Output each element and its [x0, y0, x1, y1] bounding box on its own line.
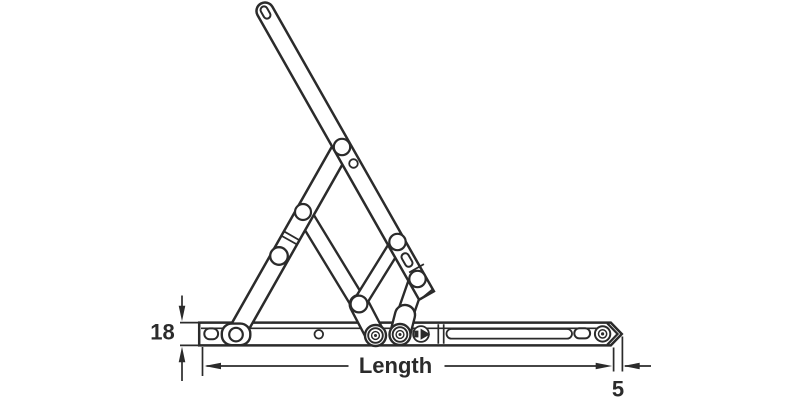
track-screw-slot-right — [573, 327, 592, 340]
arrow-right-icon — [595, 362, 613, 370]
track-end-chevron — [606, 322, 620, 346]
dimension-length-extension-right — [612, 336, 624, 372]
main-arm-seam — [408, 263, 425, 274]
arrow-left-icon — [623, 362, 640, 370]
track-divider — [437, 324, 445, 344]
arrow-up-icon — [178, 346, 186, 363]
track-screw-hole — [313, 329, 325, 340]
main-arm — [255, 1, 436, 302]
front-link-rivet — [363, 323, 388, 348]
support-arm-hole — [269, 246, 289, 266]
main-arm-end-slot — [259, 5, 272, 20]
arrow-down-icon — [178, 305, 186, 322]
main-arm-lower-slot — [400, 252, 414, 268]
support-arm-seam — [280, 230, 300, 246]
dimension-length: Length — [201, 336, 624, 378]
dimension-18-label: 18 — [150, 320, 174, 345]
dimension-5: 5 — [612, 362, 651, 400]
dimension-18: 18 — [150, 295, 199, 381]
apex-pivot-hole — [332, 137, 352, 157]
track-slot — [445, 328, 573, 340]
rear-link-rivet — [388, 322, 412, 347]
track-end-rivet — [593, 325, 612, 343]
main-arm-chamfer — [419, 288, 434, 300]
dimension-18-extension-lines — [180, 321, 199, 347]
link-pivot-hole — [349, 294, 369, 314]
main-arm-small-hole — [348, 158, 359, 169]
track-screw-slot-left — [203, 327, 220, 341]
linkage — [220, 1, 436, 348]
middle-link-pivot-hole — [388, 232, 407, 252]
track-arrow-rivet — [412, 325, 431, 343]
dimension-length-label: Length — [359, 353, 432, 378]
dimension-5-label: 5 — [612, 377, 624, 400]
slide-shoe-pivot-hole — [228, 326, 244, 343]
front-link-pivot-hole — [293, 202, 313, 222]
rear-link-pivot-hole — [408, 269, 427, 289]
arrow-left-icon — [204, 362, 221, 370]
